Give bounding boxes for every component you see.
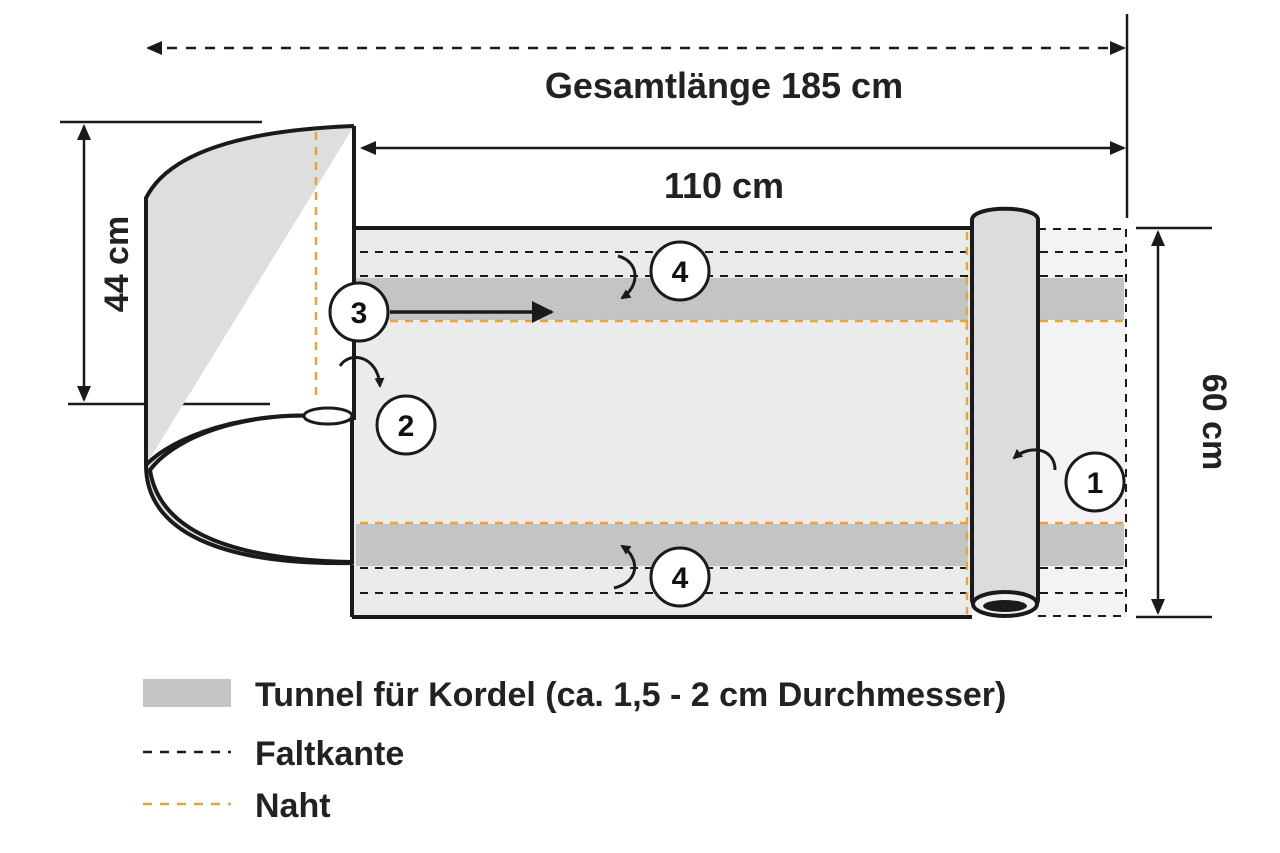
rolled-edge-end-inner [983,600,1027,612]
body-width-arrow-top [1151,230,1165,246]
body-length-label: 110 cm [664,165,784,206]
body-length-arrow-left [360,141,376,155]
step-4-bottom-number: 4 [672,562,689,595]
hood-height-dimension: 44 cm [60,120,270,406]
step-3-circle [328,281,390,343]
step-4-bottom-arrow [613,544,637,590]
rolled-edge-body [970,206,1040,614]
legend: Tunnel für Kordel (ca. 1,5 - 2 cm Durchm… [143,676,1006,825]
hood [144,124,356,566]
step-2-arrow [338,355,385,388]
hood-height-arrow-top [77,124,91,140]
step-1-marker: 1 [1012,448,1126,513]
hood-height-arrow-bottom [77,386,91,402]
step-1-number: 1 [1087,467,1104,500]
hood-inner [147,413,354,565]
seam-lines [360,232,1124,614]
step-4-top-arrow [617,254,637,300]
step-4-bottom-marker: 4 [613,544,711,608]
hood-height-label: 44 cm [98,216,136,312]
step-4-top-number: 4 [672,256,689,289]
body-width-arrow-bottom [1151,599,1165,615]
step-2-number: 2 [398,410,415,443]
step-4-top-marker: 4 [617,240,711,302]
step-1-arrow [1012,448,1057,471]
tunnel-bottom-ext [1038,524,1124,566]
body-width-dimension: 60 cm [1136,226,1233,619]
step-2-marker: 2 [338,355,437,456]
body-length-arrow-right [1110,141,1126,155]
total-length-arrow-right [1110,41,1126,55]
legend-tunnel-label: Tunnel für Kordel (ca. 1,5 - 2 cm Durchm… [255,676,1006,714]
step-2-circle [375,394,437,456]
step-4-bottom-circle [649,546,711,608]
body-length-dimension: 110 cm [360,141,1126,206]
total-length-arrow-left [146,41,162,55]
total-length-label: Gesamtlänge 185 cm [545,65,903,106]
step-3-marker: 3 [328,281,554,343]
body-width-label: 60 cm [1195,374,1233,470]
rolled-edge [970,206,1040,618]
step-3-number: 3 [351,297,368,330]
step-4-top-circle [649,240,711,302]
legend-tunnel-swatch [143,679,231,707]
tunnel-top-ext [1038,278,1124,320]
legend-fold-label: Faltkante [255,735,404,773]
total-length-dimension: Gesamtlänge 185 cm [146,14,1129,218]
step-1-circle [1064,451,1126,513]
hood-hem-roll [302,406,354,426]
legend-seam-label: Naht [255,787,331,825]
